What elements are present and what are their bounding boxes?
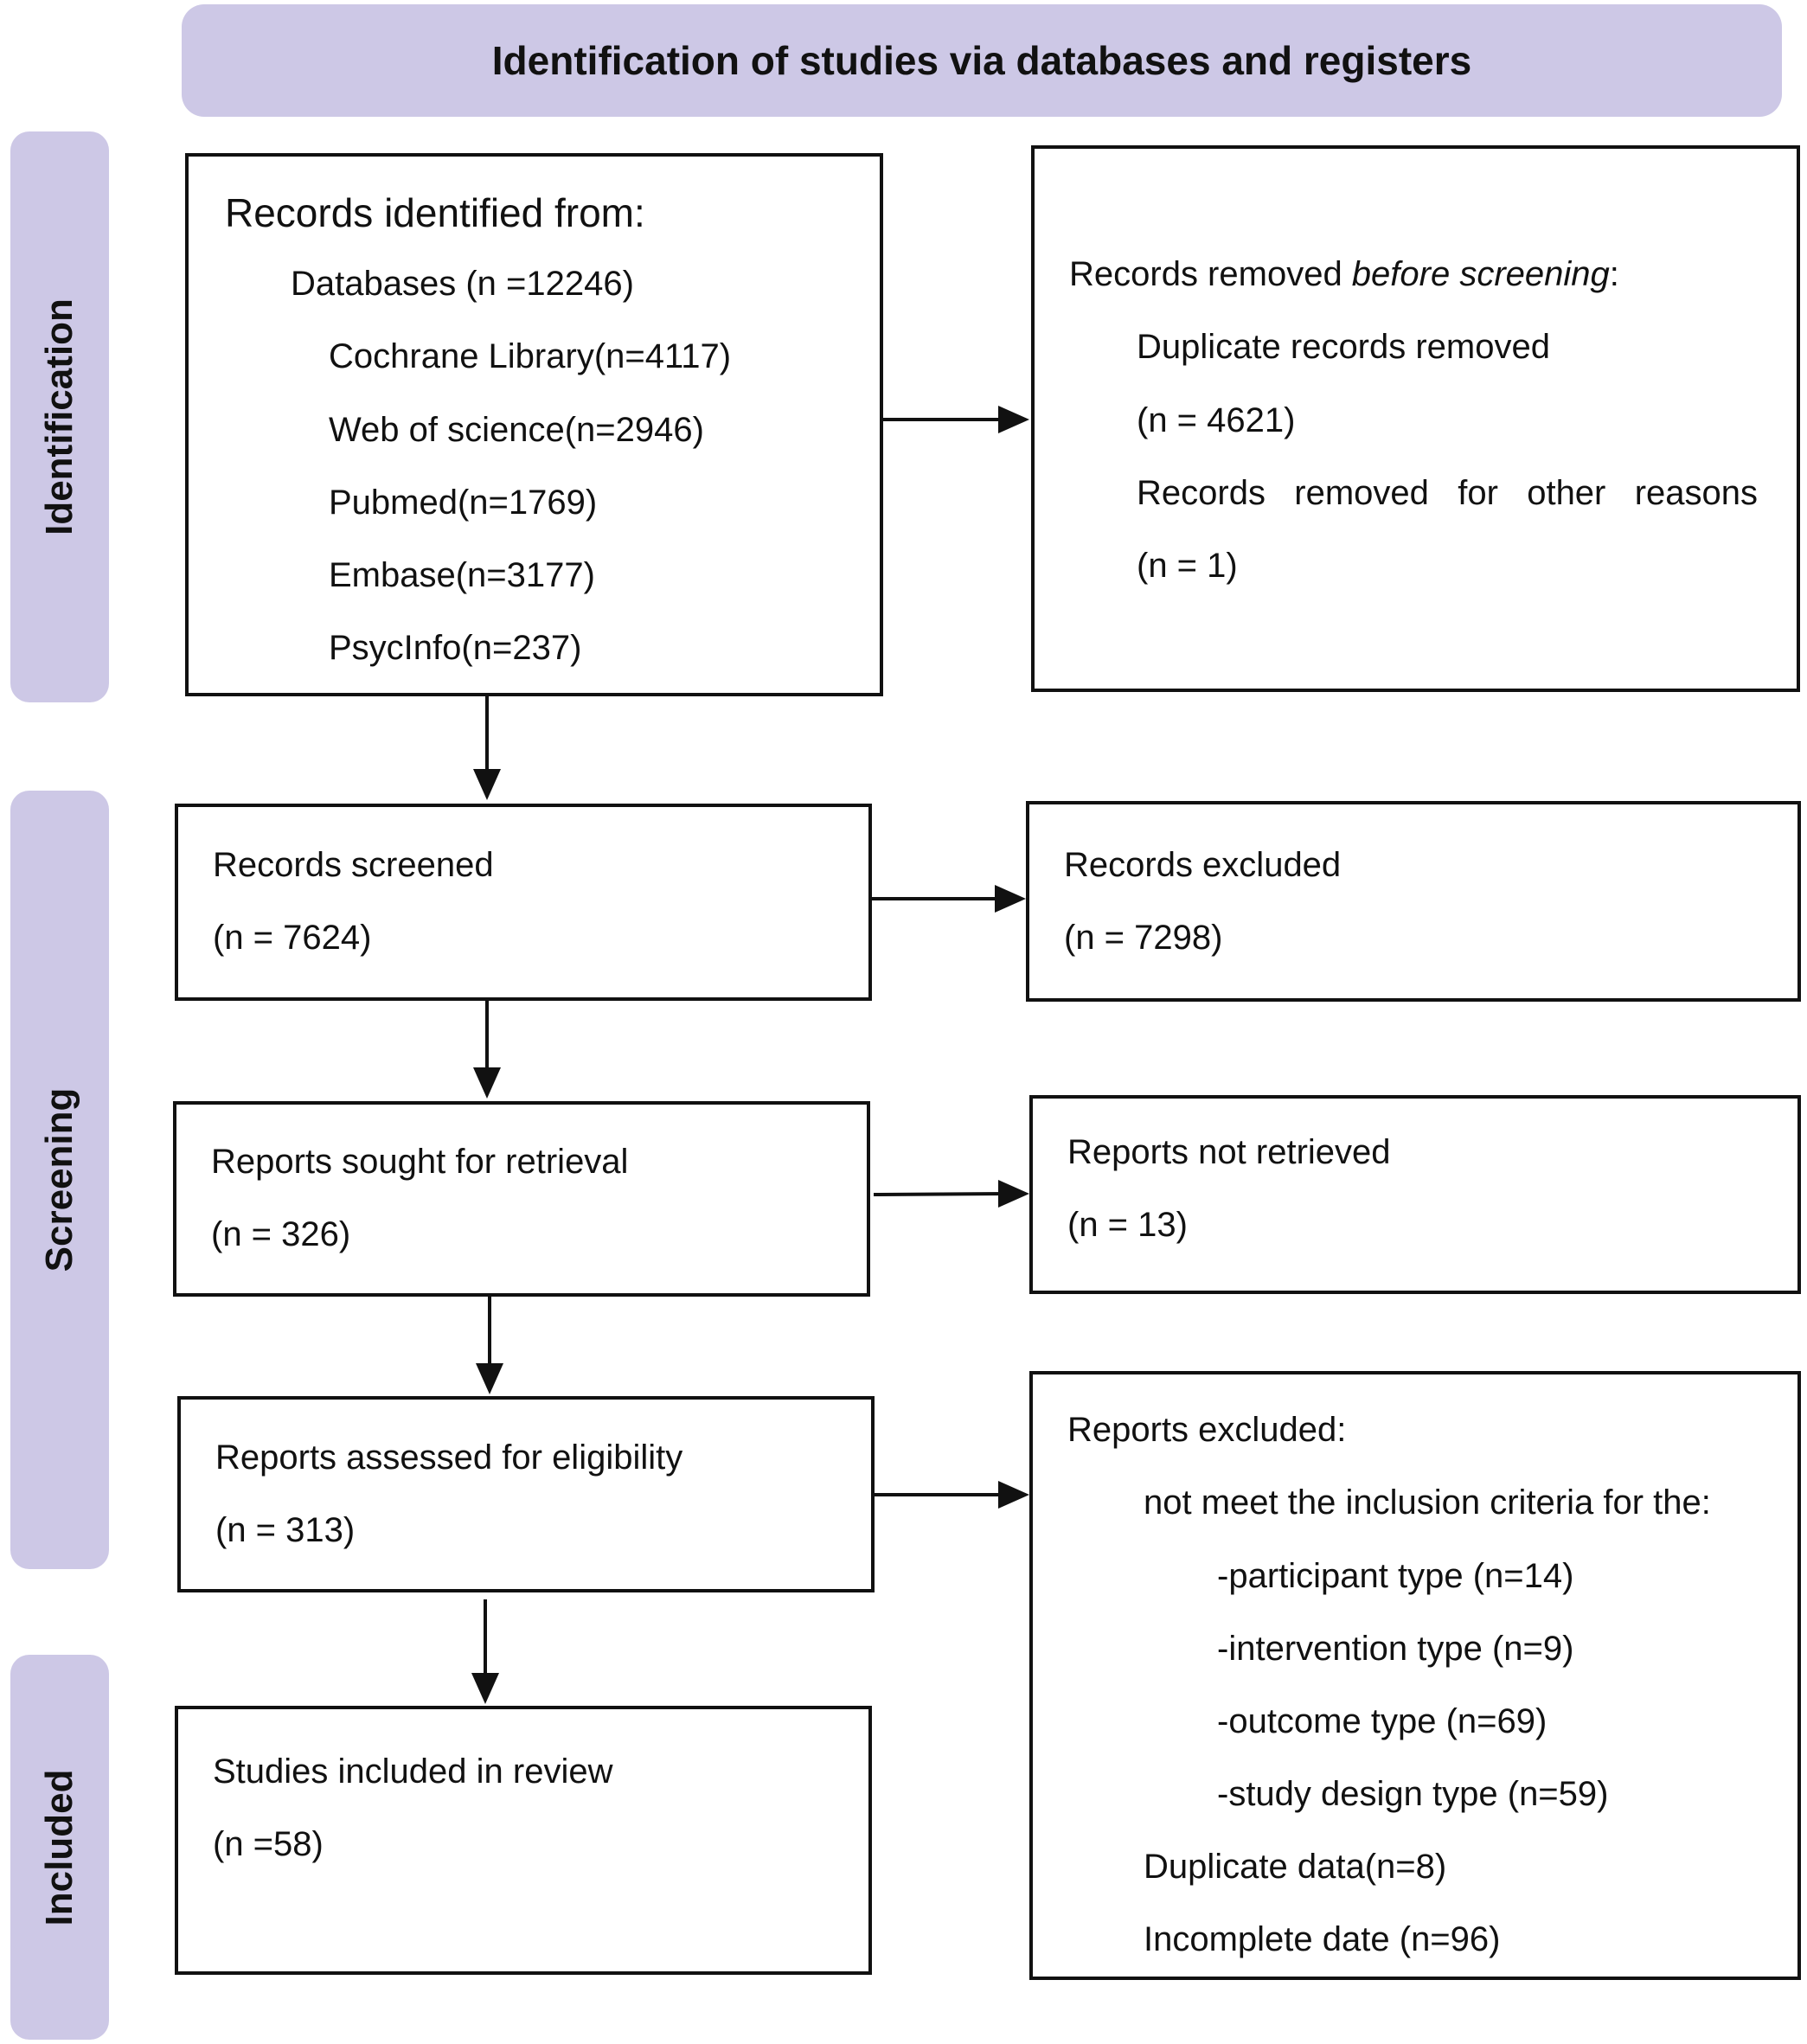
arrowhead-assessed [476, 1363, 503, 1394]
other-reasons-count: (n = 1) [1137, 547, 1238, 585]
criteria-intro: not meet the inclusion criteria for the: [1144, 1483, 1711, 1522]
header-title: Identification of studies via databases … [491, 38, 1472, 83]
reports-excluded-box: Reports excluded: not meet the inclusion… [1029, 1371, 1801, 1980]
source-web-of-science: Web of science(n=2946) [329, 411, 704, 449]
reports-sought-label: Reports sought for retrieval [211, 1143, 629, 1181]
arrowhead-reports-excluded [998, 1481, 1029, 1509]
records-removed-box: Records removed before screening: Duplic… [1031, 145, 1800, 692]
reports-sought-box: Reports sought for retrieval (n = 326) [173, 1101, 870, 1297]
duplicates-count: (n = 4621) [1137, 401, 1296, 439]
arrowhead-not-retrieved [998, 1180, 1029, 1208]
records-excluded-label: Records excluded [1064, 846, 1342, 884]
records-screened-count: (n = 7624) [213, 919, 372, 957]
duplicates-label: Duplicate records removed [1137, 328, 1550, 366]
phase-identification: Identification [10, 131, 109, 702]
phase-screening: Screening [10, 791, 109, 1569]
reports-assessed-box: Reports assessed for eligibility (n = 31… [177, 1396, 875, 1592]
source-psycinfo: PsycInfo(n=237) [329, 629, 582, 667]
reports-not-retrieved-box: Reports not retrieved (n = 13) [1029, 1095, 1801, 1294]
studies-included-label: Studies included in review [213, 1752, 613, 1791]
criteria-study-design: -study design type (n=59) [1217, 1775, 1609, 1813]
header-banner: Identification of studies via databases … [182, 4, 1782, 117]
reports-not-retrieved-label: Reports not retrieved [1067, 1133, 1391, 1171]
reports-not-retrieved-count: (n = 13) [1067, 1206, 1188, 1244]
reports-excluded-heading: Reports excluded: [1067, 1411, 1347, 1449]
duplicate-data: Duplicate data(n=8) [1144, 1848, 1447, 1886]
records-screened-label: Records screened [213, 846, 494, 884]
records-excluded-count: (n = 7298) [1064, 919, 1223, 957]
records-removed-heading: Records removed before screening: [1069, 255, 1619, 293]
reports-assessed-label: Reports assessed for eligibility [215, 1438, 683, 1477]
arrowhead-screened [473, 769, 501, 800]
arrowhead-sought [473, 1067, 501, 1099]
reports-assessed-count: (n = 313) [215, 1511, 356, 1549]
arrowhead-included [471, 1673, 499, 1704]
records-excluded-box: Records excluded (n = 7298) [1026, 801, 1801, 1002]
studies-included-box: Studies included in review (n =58) [175, 1706, 872, 1975]
arrowhead-excluded [995, 885, 1026, 913]
records-screened-box: Records screened (n = 7624) [175, 804, 872, 1001]
records-identified-box: Records identified from: Databases (n =1… [185, 153, 883, 696]
arrow-sought-to-not-retrieved [873, 1192, 1013, 1196]
criteria-intervention: -intervention type (n=9) [1217, 1630, 1574, 1668]
studies-included-count: (n =58) [213, 1825, 324, 1863]
source-cochrane: Cochrane Library(n=4117) [329, 337, 732, 375]
records-identified-heading: Records identified from: [225, 190, 645, 235]
source-pubmed: Pubmed(n=1769) [329, 484, 598, 522]
criteria-participant: -participant type (n=14) [1217, 1557, 1574, 1595]
reports-sought-count: (n = 326) [211, 1215, 351, 1253]
source-embase: Embase(n=3177) [329, 556, 595, 594]
criteria-outcome: -outcome type (n=69) [1217, 1702, 1547, 1740]
incomplete-data: Incomplete date (n=96) [1144, 1920, 1501, 1958]
arrowhead-removed [998, 406, 1029, 433]
databases-total: Databases (n =12246) [291, 265, 634, 303]
phase-included: Included [10, 1655, 109, 2040]
